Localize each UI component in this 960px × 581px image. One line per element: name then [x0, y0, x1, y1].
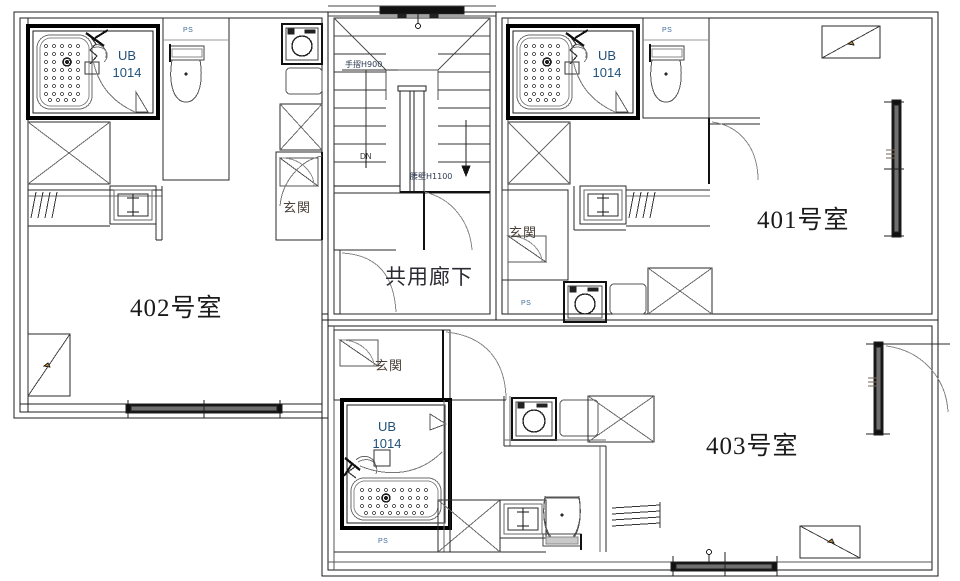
unit-402-washer — [281, 23, 323, 95]
unit-401-unit-bath — [506, 24, 640, 120]
unit-403-toilet — [542, 446, 607, 552]
unit-403-cooktop — [611, 502, 661, 528]
common-corridor — [333, 191, 490, 315]
unit-402-kitchen — [28, 185, 163, 241]
unit-401-balcony-sash — [884, 99, 904, 238]
unit-401-closet — [507, 121, 571, 185]
unit-401-closet-2 — [647, 267, 713, 315]
unit-401-window-top-right — [821, 25, 881, 59]
unit-403-unit-bath — [340, 398, 452, 530]
unit-403-entry-door — [442, 330, 507, 401]
stair-top-railing — [328, 5, 496, 29]
unit-403-washer — [503, 396, 606, 447]
unit-403-partitions — [334, 400, 451, 553]
unit-403-kitchen — [499, 499, 547, 553]
unit-401-toilet — [642, 17, 760, 125]
unit-403-balcony-sash — [670, 549, 778, 576]
unit-402-unit-bath — [26, 24, 160, 120]
unit-402-genkan — [275, 151, 323, 241]
unit-402-toilet — [162, 17, 230, 181]
unit-403-entry-sash-right — [866, 341, 950, 436]
common-stair-core — [327, 11, 497, 321]
unit-403-genkan — [333, 329, 451, 401]
unit-401-washer — [563, 281, 647, 323]
unit-402-balcony-sash — [125, 400, 283, 418]
unit-401-genkan — [501, 189, 569, 281]
unit-401-kitchen — [573, 185, 710, 231]
unit-402-entry-closet — [279, 103, 323, 151]
corridor-connectors — [322, 313, 497, 321]
unit-401-interior-door — [708, 118, 759, 184]
unit-402-closet — [27, 121, 111, 185]
unit-402-window-left — [27, 333, 71, 397]
unit-403-walls — [321, 319, 939, 577]
unit-403-window-bottom-right — [799, 525, 861, 559]
unit-402-entry-door — [279, 152, 323, 240]
unit-403-closet — [587, 395, 655, 443]
